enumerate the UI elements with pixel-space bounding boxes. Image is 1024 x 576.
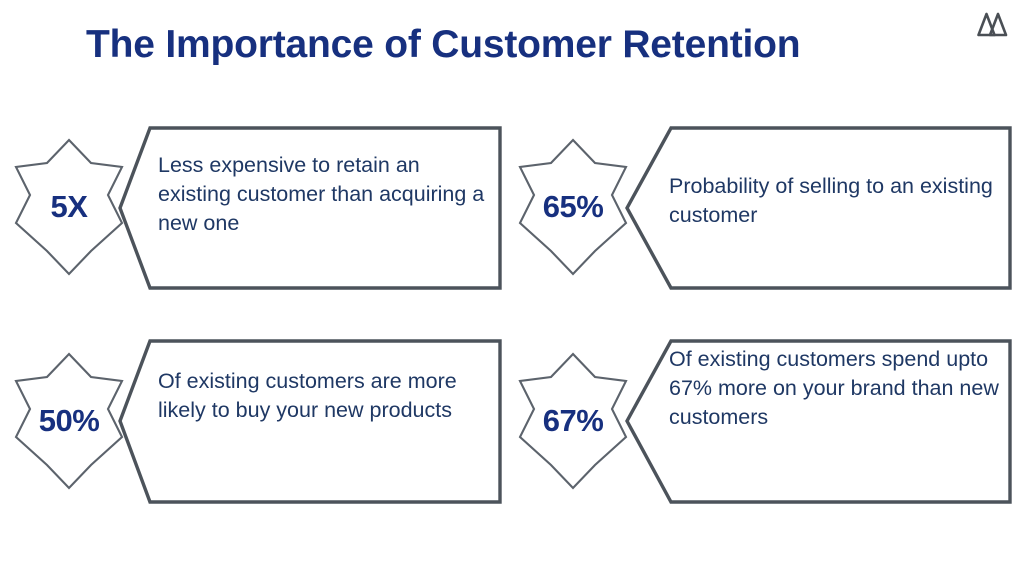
card-description: Probability of selling to an existing cu…	[669, 174, 993, 227]
stat-badge-value: 5X	[50, 189, 88, 224]
card-description: Less expensive to retain an existing cus…	[158, 153, 485, 235]
stat-badge: 50%	[13, 351, 125, 491]
page-title: The Importance of Customer Retention	[86, 23, 801, 66]
card-banner-shape	[625, 339, 1012, 504]
mountain-logo-icon	[975, 10, 1011, 40]
stat-badge-value: 67%	[542, 403, 604, 438]
stat-badge: 67%	[517, 351, 629, 491]
stat-badge-value: 65%	[542, 189, 604, 224]
stat-badge: 5X	[13, 137, 125, 277]
card-banner-shape	[118, 339, 502, 504]
stat-card: Less expensive to retain an existing cus…	[14, 126, 502, 290]
stat-card: Of existing customers spend upto 67% mor…	[518, 339, 1012, 504]
card-banner-shape	[118, 126, 502, 290]
card-description: Of existing customers are more likely to…	[158, 369, 457, 422]
card-description: Of existing customers spend upto 67% mor…	[669, 347, 999, 429]
stat-card: Of existing customers are more likely to…	[14, 339, 502, 504]
page-header: The Importance of Customer Retention	[0, 0, 1024, 100]
stat-card: Probability of selling to an existing cu…	[518, 126, 1012, 290]
card-banner-shape	[625, 126, 1012, 290]
stat-badge: 65%	[517, 137, 629, 277]
stat-badge-value: 50%	[38, 403, 100, 438]
